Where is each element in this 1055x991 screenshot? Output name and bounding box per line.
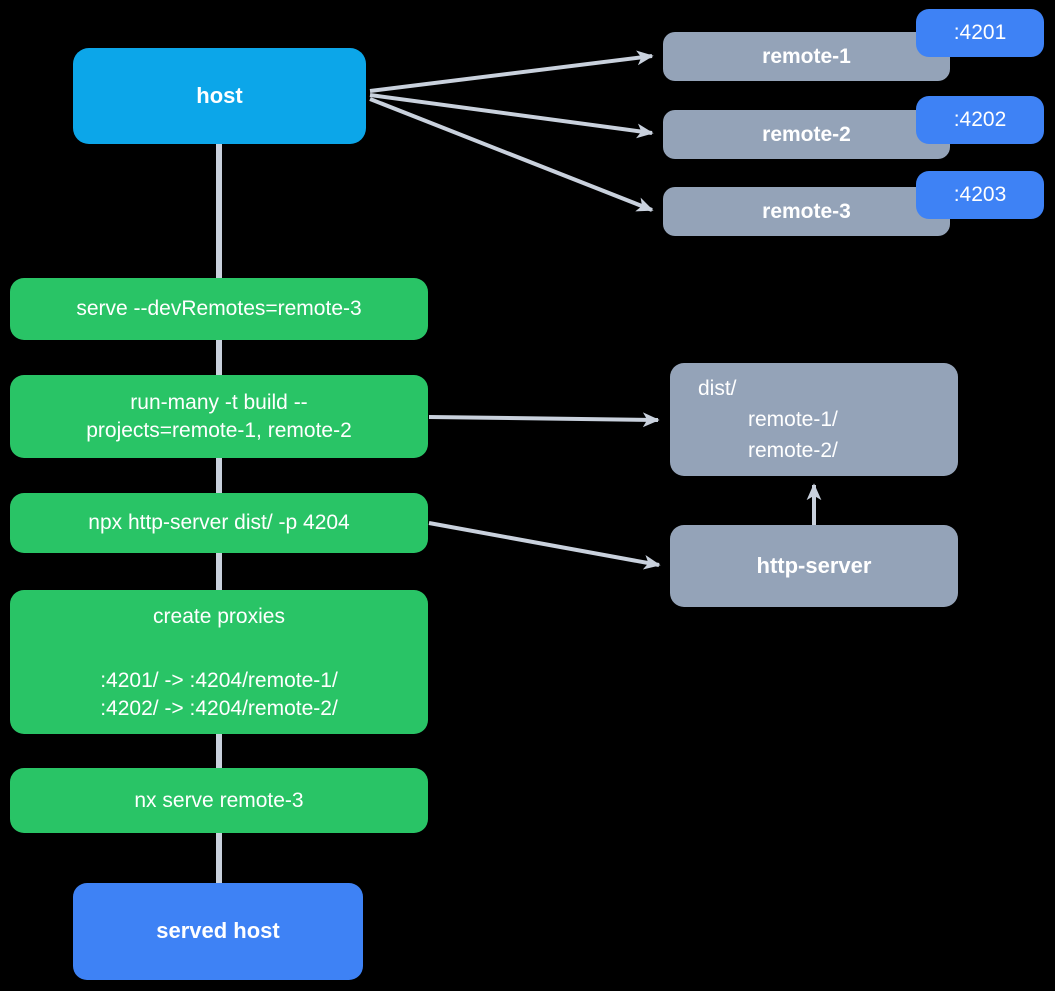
step-build-line-2: projects=remote-1, remote-2 (86, 418, 352, 442)
remote-3-node: remote-3 (663, 187, 950, 236)
step-npx-http-server: npx http-server dist/ -p 4204 (10, 493, 428, 553)
remote-1-node: remote-1 (663, 32, 950, 81)
step-build-line-1: run-many -t build -- (130, 391, 308, 415)
host-node: host (73, 48, 366, 144)
port-badge-4202: :4202 (916, 96, 1044, 144)
step-serve-devremotes: serve --devRemotes=remote-3 (10, 278, 428, 340)
step-nx-serve-remote-3: nx serve remote-3 (10, 768, 428, 833)
remote-3-label: remote-3 (762, 199, 851, 223)
remote-2-label: remote-2 (762, 122, 851, 146)
remote-1-label: remote-1 (762, 44, 851, 68)
arrow-host-to-remote-1 (369, 50, 654, 93)
port-badge-4201: :4201 (916, 9, 1044, 57)
http-server-label: http-server (756, 552, 872, 578)
arrow-httpcmd-to-httpserver (428, 521, 661, 570)
served-host-label: served host (156, 918, 280, 944)
port-badge-4203: :4203 (916, 171, 1044, 219)
arrow-host-to-remote-3 (369, 97, 654, 212)
dist-remote-1-label: remote-1/ (748, 408, 838, 431)
port-4201-label: :4201 (953, 21, 1007, 45)
arrow-host-to-remote-2 (369, 93, 654, 139)
port-4203-label: :4203 (953, 183, 1007, 207)
served-host-node: served host (73, 883, 363, 980)
dist-folder-node: dist/ remote-1/ remote-2/ (670, 363, 958, 476)
http-server-node: http-server (670, 525, 958, 607)
host-label: host (196, 82, 243, 108)
step-run-many-build: run-many -t build -- projects=remote-1, … (10, 375, 428, 458)
step-serve-label: serve --devRemotes=remote-3 (76, 297, 362, 321)
proxy-rule-2: :4202/ -> :4204/remote-2/ (100, 696, 338, 720)
step-http-label: npx http-server dist/ -p 4204 (88, 511, 350, 535)
dist-remote-2-label: remote-2/ (748, 439, 838, 462)
step-create-proxies: create proxies :4201/ -> :4204/remote-1/… (10, 590, 428, 734)
create-proxies-title: create proxies (153, 605, 285, 628)
dist-root-label: dist/ (698, 377, 737, 400)
step-nxserve-label: nx serve remote-3 (134, 788, 304, 812)
arrow-build-to-dist (428, 412, 660, 428)
proxy-rule-1: :4201/ -> :4204/remote-1/ (100, 669, 338, 693)
remote-2-node: remote-2 (663, 110, 950, 159)
port-4202-label: :4202 (953, 108, 1007, 132)
